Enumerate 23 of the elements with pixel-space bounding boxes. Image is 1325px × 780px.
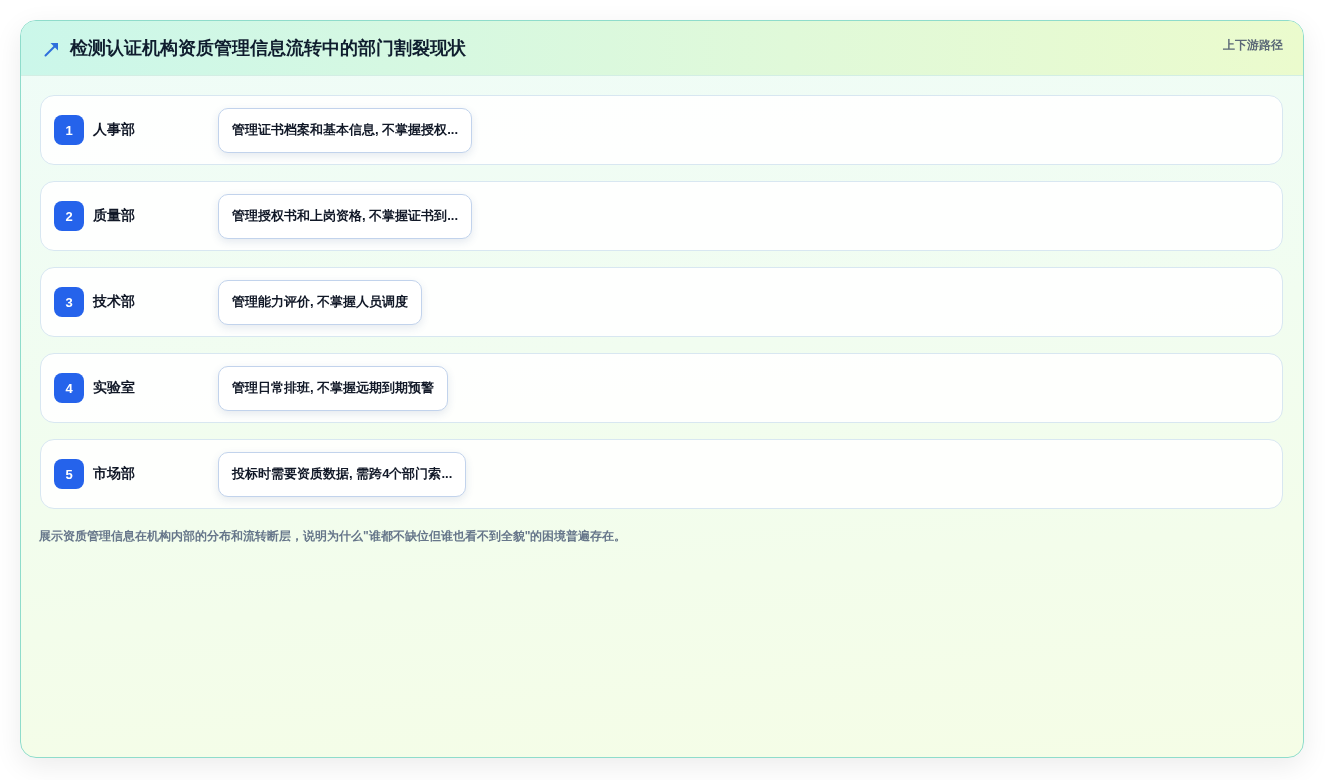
number-badge: 3	[54, 287, 84, 317]
department-row	[40, 181, 1283, 251]
caption-text: 展示资质管理信息在机构内部的分布和流转断层，说明为什么"谁都不缺位但谁也看不到全貌"的困境普遍存在。	[39, 528, 627, 544]
department-row	[40, 267, 1283, 337]
description-box: 管理授权书和上岗资格, 不掌握证书到...	[218, 193, 473, 239]
number-badge: 1	[54, 115, 84, 145]
number-badge: 2	[54, 201, 84, 231]
department-name: 技术部	[93, 293, 136, 311]
department-row	[40, 439, 1283, 509]
section-label: 上下游路径	[1223, 37, 1283, 53]
diagram-title: 检测认证机构资质管理信息流转中的部门割裂现状	[70, 37, 466, 60]
department-name: 质量部	[93, 207, 136, 225]
department-name: 市场部	[93, 465, 136, 483]
number-badge: 5	[54, 459, 84, 489]
description-box: 管理证书档案和基本信息, 不掌握授权...	[218, 107, 473, 153]
department-row	[40, 353, 1283, 423]
department-row	[40, 95, 1283, 165]
description-box: 管理日常排班, 不掌握远期到期预警	[218, 365, 449, 411]
department-name: 实验室	[93, 379, 136, 397]
number-badge: 4	[54, 373, 84, 403]
description-box: 投标时需要资质数据, 需跨4个部门索...	[218, 451, 467, 497]
department-name: 人事部	[93, 121, 136, 139]
description-box: 管理能力评价, 不掌握人员调度	[218, 279, 423, 325]
